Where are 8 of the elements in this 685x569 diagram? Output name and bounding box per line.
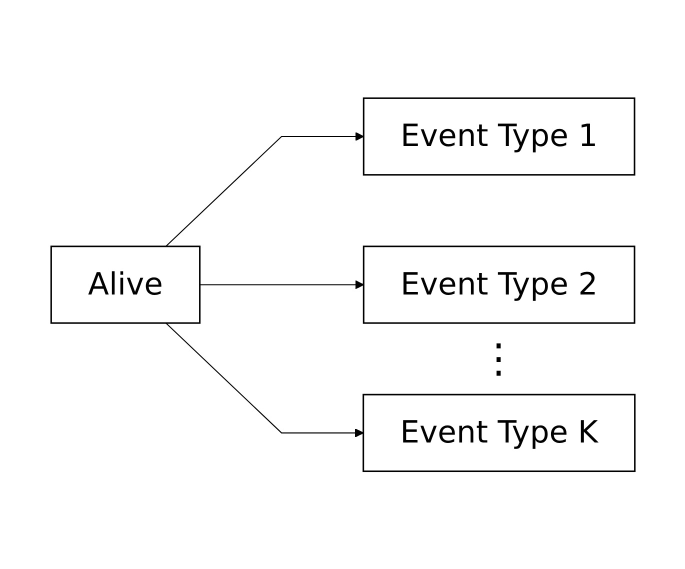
arrow <box>199 280 364 289</box>
ellipsis-label: ⋮ <box>478 338 519 379</box>
arrow <box>165 322 364 438</box>
node-box: Event Type 1 <box>362 97 635 176</box>
node-box: Event Type K <box>362 394 636 472</box>
node-box: Event Type 2 <box>362 245 635 324</box>
arrow <box>165 132 364 247</box>
node-box: Alive <box>50 245 200 324</box>
